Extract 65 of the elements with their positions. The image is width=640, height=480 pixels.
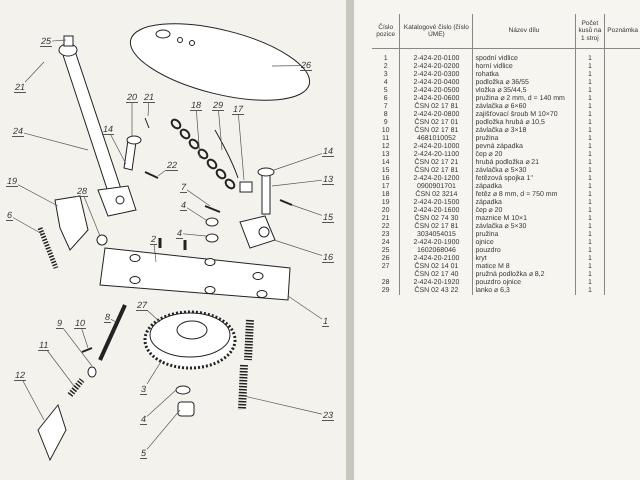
leader-line xyxy=(272,65,300,66)
leader-line xyxy=(292,204,322,216)
callout-number: 27 xyxy=(136,300,148,311)
callout-number: 25 xyxy=(40,36,52,47)
leader-line xyxy=(272,180,322,186)
leader-line xyxy=(146,390,176,417)
leader-line xyxy=(110,134,126,164)
callout-number: 1 xyxy=(322,316,330,327)
callout-number: 29 xyxy=(212,100,224,111)
callout-number: 4 xyxy=(140,414,148,425)
leader-line xyxy=(274,240,322,256)
leader-line xyxy=(84,196,100,236)
callout-number: 11 xyxy=(38,340,50,351)
callout-number: 28 xyxy=(76,186,88,197)
leader-line xyxy=(148,310,160,322)
callout-number: 9 xyxy=(56,318,64,329)
callout-number: 7 xyxy=(180,182,188,193)
callout-number: 17 xyxy=(232,104,244,115)
callout-number: 21 xyxy=(143,92,156,103)
callout-number: 15 xyxy=(322,212,334,223)
leader-line xyxy=(146,360,162,384)
callout-number: 8 xyxy=(104,312,112,323)
leader-line xyxy=(186,190,210,206)
leader-line xyxy=(47,350,74,386)
leader-line xyxy=(288,296,322,320)
leader-line xyxy=(12,217,42,234)
callout-number: 5 xyxy=(140,448,148,459)
leader-line xyxy=(238,114,244,180)
callout-number: 14 xyxy=(102,124,114,135)
callout-number: 26 xyxy=(300,60,312,71)
callout-number: 14 xyxy=(322,146,334,157)
callout-number: 21 xyxy=(14,82,26,93)
leader-line xyxy=(148,102,150,116)
leader-line xyxy=(52,40,66,42)
callout-number: 10 xyxy=(74,318,86,329)
leader-line xyxy=(218,110,222,150)
leader-line xyxy=(274,153,322,170)
leader-line xyxy=(154,244,156,262)
callout-number: 2 xyxy=(150,234,158,245)
callout-number: 12 xyxy=(14,370,26,381)
callout-number: 13 xyxy=(322,174,334,185)
callout-number: 22 xyxy=(166,160,178,171)
callout-number: 4 xyxy=(180,200,188,211)
leader-line xyxy=(22,380,44,420)
callout-number: 16 xyxy=(322,252,334,263)
leader-line xyxy=(186,207,206,220)
leader-line xyxy=(244,396,322,414)
callout-number: 23 xyxy=(322,410,334,421)
leader-line xyxy=(196,110,200,158)
leader-line xyxy=(182,233,206,236)
callout-number: 6 xyxy=(6,210,14,221)
leader-line xyxy=(62,328,92,366)
leader-line xyxy=(18,184,58,206)
leader-line xyxy=(146,410,180,450)
callout-number: 3 xyxy=(140,384,148,395)
leader-line xyxy=(81,328,88,348)
callout-number: 24 xyxy=(12,126,24,137)
callout-number: 18 xyxy=(190,100,202,111)
leader-line xyxy=(158,170,166,176)
callout-number: 19 xyxy=(6,176,18,187)
leader-line xyxy=(24,132,88,150)
leader-line xyxy=(24,62,44,82)
callout-number: 4 xyxy=(176,228,184,239)
callout-number: 20 xyxy=(126,92,138,103)
leader-line xyxy=(110,319,116,322)
